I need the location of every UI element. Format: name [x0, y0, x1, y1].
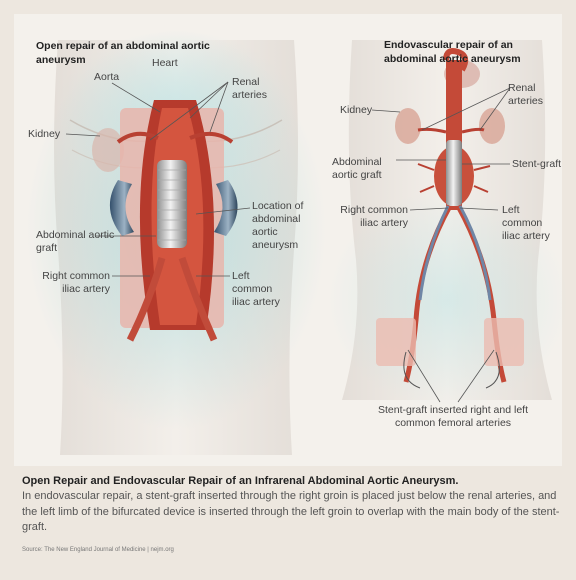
label-renal-arteries-open: Renal arteries [232, 76, 292, 102]
endovascular-title: Endovascular repair of an abdominal aort… [384, 38, 534, 66]
open-repair-title: Open repair of an abdominal aortic aneur… [36, 39, 236, 67]
label-stent-graft: Stent-graft [512, 158, 561, 171]
label-right-common-iliac-endo: Right common iliac artery [330, 204, 408, 230]
label-heart: Heart [152, 57, 178, 70]
label-abdominal-aortic-graft-endo: Abdominal aortic graft [332, 156, 402, 182]
label-renal-arteries-endo: Renal arteries [508, 82, 556, 108]
caption-title: Open Repair and Endovascular Repair of a… [22, 474, 562, 488]
label-femoral-insertion: Stent-graft inserted right and left comm… [368, 404, 538, 430]
label-abdominal-aortic-graft-open: Abdominal aortic graft [36, 229, 116, 255]
label-left-common-iliac-open: Left common iliac artery [232, 270, 292, 309]
label-kidney-endo: Kidney [340, 104, 372, 117]
caption-body: In endovascular repair, a stent-graft in… [22, 489, 562, 536]
label-left-common-iliac-endo: Left common iliac artery [502, 204, 562, 243]
source-credit: Source: The New England Journal of Medic… [22, 547, 174, 553]
label-aneurysm-location: Location of abdominal aortic aneurysm [252, 200, 322, 252]
label-right-common-iliac-open: Right common iliac artery [30, 270, 110, 296]
label-kidney-open: Kidney [28, 128, 60, 141]
label-aorta: Aorta [94, 71, 119, 84]
